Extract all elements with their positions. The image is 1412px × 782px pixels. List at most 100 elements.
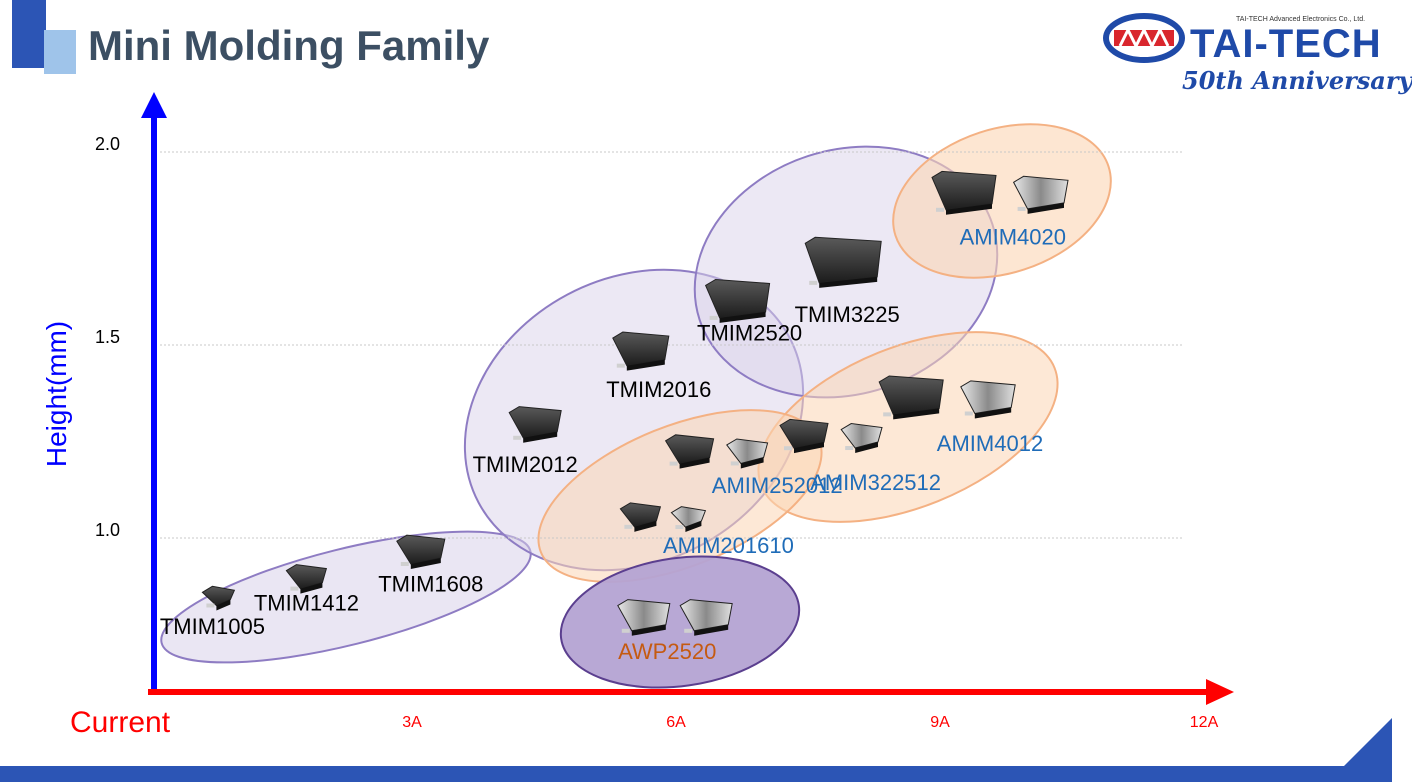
x-tick-label: 3A — [402, 714, 422, 731]
part-amim252012-silver — [726, 438, 769, 469]
part-tmim1608-terminal — [400, 561, 409, 566]
logo-anniversary: 50th Anniversary — [1182, 66, 1412, 95]
part-tmim3225-terminal — [809, 280, 818, 285]
part-amim252012-dark-body — [664, 434, 715, 465]
product-label: AMIM4012 — [937, 431, 1043, 456]
product-label: TMIM1005 — [160, 614, 265, 639]
product-label: TMIM1608 — [378, 572, 483, 597]
part-amim4020-silver-body — [1012, 175, 1069, 210]
part-tmim2016-side — [626, 359, 665, 371]
part-amim201610-silver-side — [685, 521, 702, 533]
product-label: AMIM201610 — [663, 533, 794, 558]
part-tmim2016 — [612, 331, 670, 371]
part-awp2520-b-terminal — [684, 628, 693, 633]
product-label: TMIM1412 — [254, 591, 359, 616]
part-awp2520-b — [679, 599, 733, 636]
part-tmim1608-side — [410, 557, 441, 569]
y-axis-label: Height(mm) — [41, 321, 72, 467]
title-accent-bar — [12, 0, 46, 68]
part-tmim2012-terminal — [513, 435, 522, 440]
part-tmim1005-side — [216, 599, 231, 611]
product-label: AWP2520 — [618, 639, 716, 664]
part-amim201610-dark — [619, 502, 662, 532]
page-title: Mini Molding Family — [88, 22, 490, 69]
part-tmim1412-body — [285, 564, 328, 590]
part-tmim2520-terminal — [709, 315, 718, 320]
part-amim4012-dark — [878, 375, 944, 420]
part-amim252012-silver-terminal — [730, 461, 739, 466]
part-tmim1412 — [285, 564, 328, 594]
part-tmim2520-body — [704, 278, 771, 319]
part-amim201610-silver — [670, 506, 707, 533]
part-amim201610-dark-terminal — [624, 524, 633, 529]
part-amim201610-dark-side — [634, 520, 657, 532]
title-accent-bar-light — [44, 30, 76, 74]
part-amim201610-silver-terminal — [675, 525, 684, 530]
footer-bar — [0, 766, 1392, 782]
part-amim4020-silver-terminal — [1017, 206, 1026, 211]
group-awp — [559, 555, 801, 689]
part-amim252012-dark-side — [679, 457, 710, 469]
part-amim322512-silver-body — [840, 423, 883, 449]
part-tmim1608-body — [396, 534, 446, 565]
part-amim201610-silver-body — [670, 506, 707, 528]
x-tick-label: 12A — [1190, 714, 1219, 731]
part-tmim2520 — [704, 278, 771, 323]
part-tmim1005 — [201, 585, 236, 611]
part-tmim2016-terminal — [616, 363, 625, 368]
product-label: TMIM2016 — [606, 377, 711, 402]
part-amim322512-dark-body — [779, 418, 829, 449]
part-amim4012-silver-terminal — [964, 411, 973, 416]
part-amim252012-silver-body — [726, 438, 769, 465]
part-amim4012-silver — [960, 380, 1016, 419]
part-amim201610-dark-body — [619, 502, 662, 528]
part-amim4012-silver-side — [974, 407, 1012, 419]
part-tmim1005-terminal — [206, 603, 215, 608]
x-axis-arrow — [1206, 679, 1234, 705]
part-awp2520-a — [617, 599, 671, 636]
product-label: TMIM2520 — [697, 321, 802, 346]
part-awp2520-a-terminal — [621, 628, 630, 633]
part-tmim3225-body — [804, 236, 882, 284]
y-tick-label: 1.5 — [95, 327, 120, 347]
part-amim322512-silver-side — [855, 442, 878, 454]
part-tmim2012-body — [508, 406, 562, 439]
part-awp2520-b-side — [694, 624, 729, 636]
y-tick-label: 2.0 — [95, 134, 120, 154]
logo-company-name: TAI-TECH Advanced Electronics Co., Ltd. — [1236, 16, 1366, 23]
footer-corner — [1344, 718, 1392, 766]
part-awp2520-a-side — [631, 624, 666, 636]
part-amim4020-silver-side — [1027, 202, 1064, 214]
x-axis-label: Current — [70, 706, 171, 739]
x-tick-label: 9A — [930, 714, 950, 731]
part-amim322512-silver-terminal — [845, 446, 854, 451]
product-label: TMIM3225 — [795, 302, 900, 327]
part-tmim1005-body — [201, 585, 236, 607]
part-amim322512-dark-terminal — [784, 446, 792, 451]
part-tmim2012 — [508, 406, 562, 443]
part-tmim2016-body — [612, 331, 670, 367]
part-amim322512-dark-side — [794, 442, 824, 454]
product-label: AMIM322512 — [810, 470, 941, 495]
product-label: AMIM252012 — [712, 473, 843, 498]
part-amim4020-dark — [931, 170, 997, 215]
product-label: TMIM2012 — [473, 452, 578, 477]
part-amim322512-silver — [840, 423, 883, 454]
part-amim4012-dark-body — [878, 375, 944, 415]
y-axis-arrow — [141, 92, 167, 118]
part-tmim2520-side — [719, 311, 766, 323]
part-amim4020-dark-terminal — [936, 207, 944, 212]
part-tmim3225-side — [819, 276, 878, 288]
part-amim252012-dark — [664, 434, 715, 469]
part-tmim1608 — [396, 534, 446, 569]
part-amim4012-dark-terminal — [883, 412, 892, 417]
part-tmim1412-side — [300, 582, 323, 594]
product-label: AMIM4020 — [960, 225, 1066, 250]
part-amim322512-dark — [779, 418, 829, 454]
part-amim4020-dark-side — [946, 203, 992, 215]
y-tick-label: 1.0 — [95, 520, 120, 540]
part-amim4012-dark-side — [893, 408, 940, 420]
part-amim252012-silver-side — [740, 457, 764, 469]
part-awp2520-a-body — [617, 599, 671, 632]
